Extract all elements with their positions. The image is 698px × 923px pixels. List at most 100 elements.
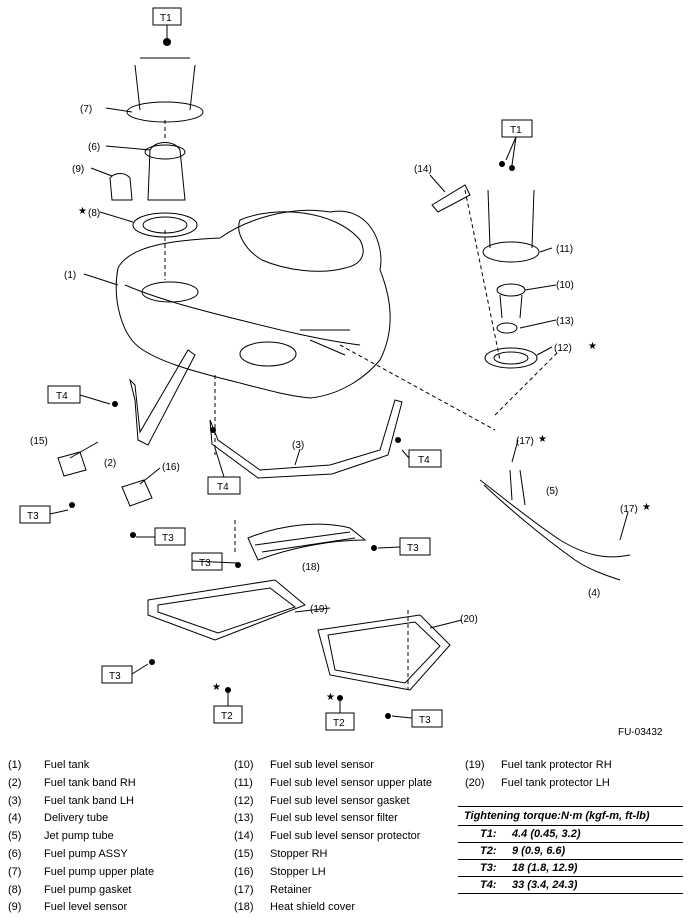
star-8: ★ <box>78 206 87 217</box>
legend-label: Fuel tank band LH <box>44 794 134 807</box>
legend-label: Fuel tank band RH <box>44 776 136 789</box>
t2-right-label: T2 <box>333 718 345 729</box>
star-t2-left: ★ <box>212 682 221 693</box>
legend-num: (6) <box>8 847 22 860</box>
legend-item: (3) Fuel tank band LH <box>8 793 154 811</box>
star-12: ★ <box>588 341 597 352</box>
star-t2-right: ★ <box>326 692 335 703</box>
callout-18: (18) <box>302 562 320 573</box>
legend-label: Fuel tank <box>44 759 90 771</box>
t3-br-label: T3 <box>419 715 431 726</box>
torque-box-t3-br <box>411 709 443 728</box>
torque-table: Tightening torque:N·m (kgf-m, ft-lb) T1:… <box>458 806 683 894</box>
legend-num: (13) <box>234 812 254 825</box>
legend-num: (15) <box>234 847 254 860</box>
callout-12: (12) <box>554 343 572 354</box>
torque-row: T3:18 (1.8, 12.9) <box>458 860 683 877</box>
torque-box-t4-right <box>408 449 442 468</box>
legend-num: (19) <box>465 759 485 771</box>
torque-box-t3-right <box>399 537 431 556</box>
t3-shield-label: T3 <box>199 558 211 569</box>
legend-column-3: (19)Fuel tank protector RH (20)Fuel tank… <box>465 757 612 793</box>
torque-box-t1-right <box>501 119 533 138</box>
legend-num: (10) <box>234 759 254 771</box>
legend-label: Fuel sub level sensor upper plate <box>270 776 433 789</box>
callout-4: (4) <box>588 588 600 599</box>
legend-label: Fuel pump upper plate <box>44 865 155 878</box>
callout-1: (1) <box>64 270 76 281</box>
torque-key: T1: <box>480 828 497 840</box>
t4-center-label: T4 <box>217 482 229 493</box>
legend-num: (16) <box>234 865 254 878</box>
t1-top-label: T1 <box>160 13 172 24</box>
legend-label: Fuel sub level sensor filter <box>270 812 398 825</box>
legend-item: (13) Fuel sub level sensor filter <box>234 810 432 828</box>
callout-20: (20) <box>460 614 478 625</box>
legend-item: (19) Fuel tank protector RH <box>465 757 612 775</box>
torque-box-t3-left <box>19 505 51 524</box>
legend-num: (17) <box>234 883 254 896</box>
legend-label: Fuel pump ASSY <box>44 847 128 860</box>
torque-value: 4.4 (0.45, 3.2) <box>512 828 581 840</box>
legend-item: (5)Jet pump tube <box>8 828 154 846</box>
legend-num: (5) <box>8 830 22 843</box>
callout-5: (5) <box>546 486 558 497</box>
torque-key: T2: <box>480 845 497 857</box>
callout-16: (16) <box>162 462 180 473</box>
t3-left-label: T3 <box>27 511 39 522</box>
torque-row: T2: 9 (0.9, 6.6) <box>458 843 683 860</box>
t4-left-label: T4 <box>56 391 68 402</box>
legend-label: Fuel tank protector LH <box>501 776 610 789</box>
legend-label: Fuel pump gasket <box>44 883 132 896</box>
torque-title: Tightening torque:N·m (kgf-m, ft-lb) <box>458 806 683 826</box>
legend-item: (12) Fuel sub level sensor gasket <box>234 793 432 811</box>
legend-num: (12) <box>234 794 254 807</box>
callout-13: (13) <box>556 316 574 327</box>
legend-num: (4) <box>8 812 22 825</box>
legend-item: (15)Stopper RH <box>234 846 432 864</box>
legend-label: Heat shield cover <box>270 901 355 914</box>
legend-item: (16) Stopper LH <box>234 864 432 882</box>
torque-box-t3-bottom <box>101 665 133 684</box>
legend-num: (1) <box>8 759 22 771</box>
torque-box-t4-left <box>47 385 81 404</box>
legend-num: (3) <box>8 794 22 807</box>
callout-17-top: (17) <box>516 436 534 447</box>
legend-label: Delivery tube <box>44 812 109 825</box>
t1-right-label: T1 <box>510 125 522 136</box>
legend-num: (11) <box>234 776 253 789</box>
callout-15: (15) <box>30 436 48 447</box>
legend-item: (2)Fuel tank band RH <box>8 775 154 793</box>
callout-11: (11) <box>556 244 573 255</box>
legend-item: (9)Fuel level sensor <box>8 899 154 917</box>
callout-6: (6) <box>88 142 100 153</box>
fuel-tank-shape <box>115 209 391 399</box>
legend-item: (17)Retainer <box>234 882 432 900</box>
callout-10: (10) <box>556 280 574 291</box>
legend-item: (4) Delivery tube <box>8 810 154 828</box>
figure-id: FU-03432 <box>618 727 663 738</box>
t3-right-label: T3 <box>407 543 419 554</box>
legend-label: Stopper LH <box>270 865 326 878</box>
legend-item: (14)Fuel sub level sensor protector <box>234 828 432 846</box>
torque-key: T4: <box>480 879 497 891</box>
torque-value: 9 (0.9, 6.6) <box>512 845 566 857</box>
legend-item: (11) Fuel sub level sensor upper plate <box>234 775 432 793</box>
legend-label: Fuel tank protector RH <box>501 759 612 771</box>
callout-14: (14) <box>414 164 432 175</box>
legend-item: (6) Fuel pump ASSY <box>8 846 154 864</box>
star-17-top: ★ <box>538 434 547 445</box>
callout-3: (3) <box>292 440 304 451</box>
legend-label: Fuel sub level sensor protector <box>270 830 421 843</box>
t4-right-label: T4 <box>418 455 430 466</box>
legend-column-1: (1) Fuel tank (2)Fuel tank band RH (3) Fue… <box>8 757 154 917</box>
t2-left-label: T2 <box>221 711 233 722</box>
legend-column-2: (10)Fuel sub level sensor (11)Fuel sub l… <box>234 757 432 917</box>
legend-num: (8) <box>8 883 22 896</box>
callout-9: (9) <box>72 164 84 175</box>
torque-value: 18 (1.8, 12.9) <box>512 862 578 874</box>
torque-row: T4:33 (3.4, 24.3) <box>458 877 683 894</box>
callout-7: (7) <box>80 104 92 115</box>
legend-label: Fuel sub level sensor gasket <box>270 794 410 807</box>
callout-19: (19) <box>310 604 328 615</box>
